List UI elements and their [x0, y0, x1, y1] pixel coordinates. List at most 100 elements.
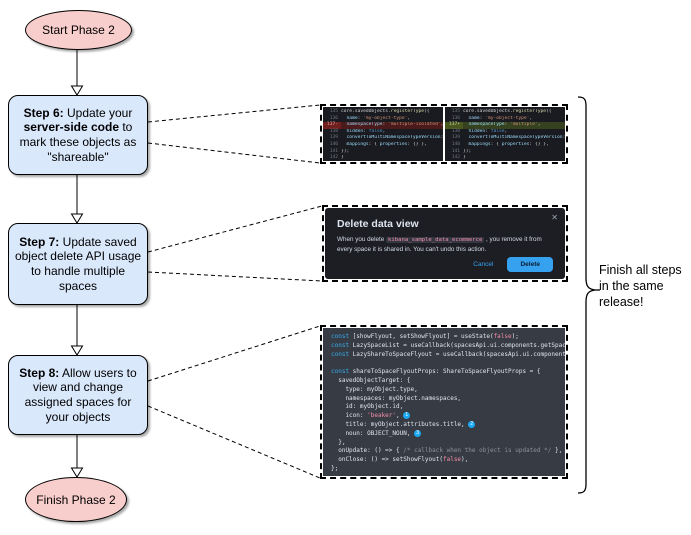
diff-code-line: 141});	[445, 149, 565, 156]
line-code: });	[341, 149, 443, 156]
line-number: 138	[451, 128, 460, 134]
line-code: convertToMultiNamespaceTypeVersion:	[463, 135, 565, 142]
delete-button[interactable]: Delete	[507, 257, 553, 272]
code-line: onUpdate: () => { /* callback when the o…	[331, 447, 565, 456]
code-token: registerType	[512, 109, 546, 114]
code-token: ),	[461, 456, 469, 464]
diff-code-line: 137+ namespaceType: 'multiple',	[445, 122, 565, 129]
line-code: mappings: { properties: {} },	[341, 142, 443, 149]
code-token: type: myObject.type,	[331, 385, 418, 393]
code-token: core.savedObjects.	[463, 109, 513, 114]
diff-code-line: 140 mappings: { properties: {} },	[323, 142, 443, 149]
line-code: namespaceType: 'multiple-isolated',	[341, 122, 443, 129]
line-number: 139	[451, 135, 460, 141]
code-token: hidden	[463, 128, 486, 134]
line-number: 142	[329, 155, 338, 161]
start-node: Start Phase 2	[25, 10, 132, 50]
code-token: },	[551, 447, 563, 455]
cancel-button[interactable]: Cancel	[473, 261, 494, 268]
code-token: :	[485, 128, 491, 134]
close-icon[interactable]: ✕	[551, 213, 558, 222]
modal-title: Delete data view	[337, 218, 419, 230]
code-token: convertToMultiNamespaceTypeVersion	[341, 135, 441, 141]
step-8-node: Step 8: Allow users to view and change a…	[8, 355, 148, 435]
line-number: 138	[329, 128, 338, 134]
line-code: });	[463, 149, 565, 156]
diff-code-line: 142}	[323, 155, 443, 161]
line-number: 140	[451, 141, 460, 147]
modal-body: When you delete kibana_sample_data_ecomm…	[325, 230, 565, 255]
code-token: mappings	[341, 141, 369, 147]
code-token: :	[563, 135, 565, 140]
diff-code-line: 141});	[323, 149, 443, 156]
modal-actions: Cancel Delete	[473, 257, 553, 272]
line-code: name: 'my-object-type',	[463, 116, 565, 123]
start-node-label: Start Phase 2	[42, 23, 115, 37]
modal-index-name: kibana_sample_data_ecommerce	[386, 237, 485, 243]
code-line: namespaces: myObject.namespaces,	[331, 395, 565, 404]
code-token: : {} },	[529, 141, 549, 147]
code-token: hidden	[341, 128, 364, 134]
line-number: 136	[451, 115, 460, 121]
code-token: namespaceType	[463, 122, 505, 128]
code-token: title: myObject.attributes.title,	[331, 420, 469, 428]
delete-data-view-modal: Delete data view ✕ When you delete kiban…	[325, 208, 565, 279]
line-number: 140	[329, 141, 338, 147]
code-token: }	[341, 155, 344, 161]
line-code: name: 'my-object-type',	[341, 116, 443, 123]
code-line: savedObjectTarget: {	[331, 377, 565, 386]
code-token: :	[504, 122, 511, 128]
line-number: 141	[329, 148, 338, 154]
code-screenshot-frame	[320, 325, 568, 479]
code-token: ,	[396, 412, 404, 420]
code-token: ,	[529, 115, 533, 121]
line-code: core.savedObjects.registerType({	[463, 109, 565, 116]
code-line: id: myObject.id,	[331, 403, 565, 412]
diff-code-line: 140 mappings: { properties: {} },	[445, 142, 565, 149]
code-token: [showFlyout, setShowFlyout] = useState(	[349, 333, 494, 340]
code-token: shareToSpaceFlyoutProps: ShareToSpaceFly…	[349, 368, 541, 376]
dashed-connector	[147, 104, 323, 479]
line-number: 141	[451, 148, 460, 154]
line-code: core.savedObjects.registerType({	[341, 109, 443, 116]
diff-code-line: 136 name: 'my-object-type',	[445, 116, 565, 123]
line-number: 142	[451, 155, 460, 161]
code-token: convertToMultiNamespaceTypeVersion	[463, 135, 563, 141]
code-token: registerType	[390, 109, 424, 114]
code-token: savedObjectTarget: {	[331, 376, 411, 384]
code-line: },	[331, 439, 565, 448]
diff-code-line: 138 hidden: false,	[445, 129, 565, 136]
code-token: },	[331, 438, 346, 446]
code-token: onUpdate: () => {	[331, 447, 404, 455]
code-token: const	[331, 350, 350, 358]
code-token: properties	[501, 141, 530, 147]
step-6-node: Step 6: Update your server-side code to …	[8, 95, 148, 175]
code-token: :	[479, 115, 486, 121]
code-annotation-badge: 3	[414, 429, 422, 437]
modal-screenshot-frame	[322, 205, 568, 282]
code-line: icon: 'beaker', 1	[331, 412, 565, 421]
code-token: 'multiple-isolated'	[388, 122, 441, 128]
line-number: 135	[451, 109, 460, 114]
code-line: };	[331, 465, 565, 474]
code-line	[331, 359, 565, 368]
line-number: 135	[329, 109, 338, 114]
code-annotation-badge: 2	[468, 420, 476, 428]
code-token: :	[441, 135, 443, 140]
step-6-label: Step 6: Update your server-side code to …	[19, 105, 137, 164]
code-token: properties	[379, 141, 408, 147]
flow-arrow	[70, 48, 84, 478]
step-7-label: Step 7: Update saved object delete API u…	[14, 234, 142, 293]
diff-code-line: 142}	[445, 155, 565, 161]
code-line: const LazyShareToSpaceFlyout = useCallba…	[331, 351, 565, 360]
step-8-label: Step 8: Allow users to view and change a…	[19, 365, 137, 424]
diff-code-line: 136 name: 'my-object-type',	[323, 116, 443, 123]
curly-brace	[577, 96, 600, 494]
code-token: 'beaker'	[367, 412, 397, 420]
code-token: false	[442, 456, 462, 464]
diff-code-line: 139 convertToMultiNamespaceTypeVersion:	[445, 135, 565, 142]
code-line: title: myObject.attributes.title, 2	[331, 420, 565, 430]
